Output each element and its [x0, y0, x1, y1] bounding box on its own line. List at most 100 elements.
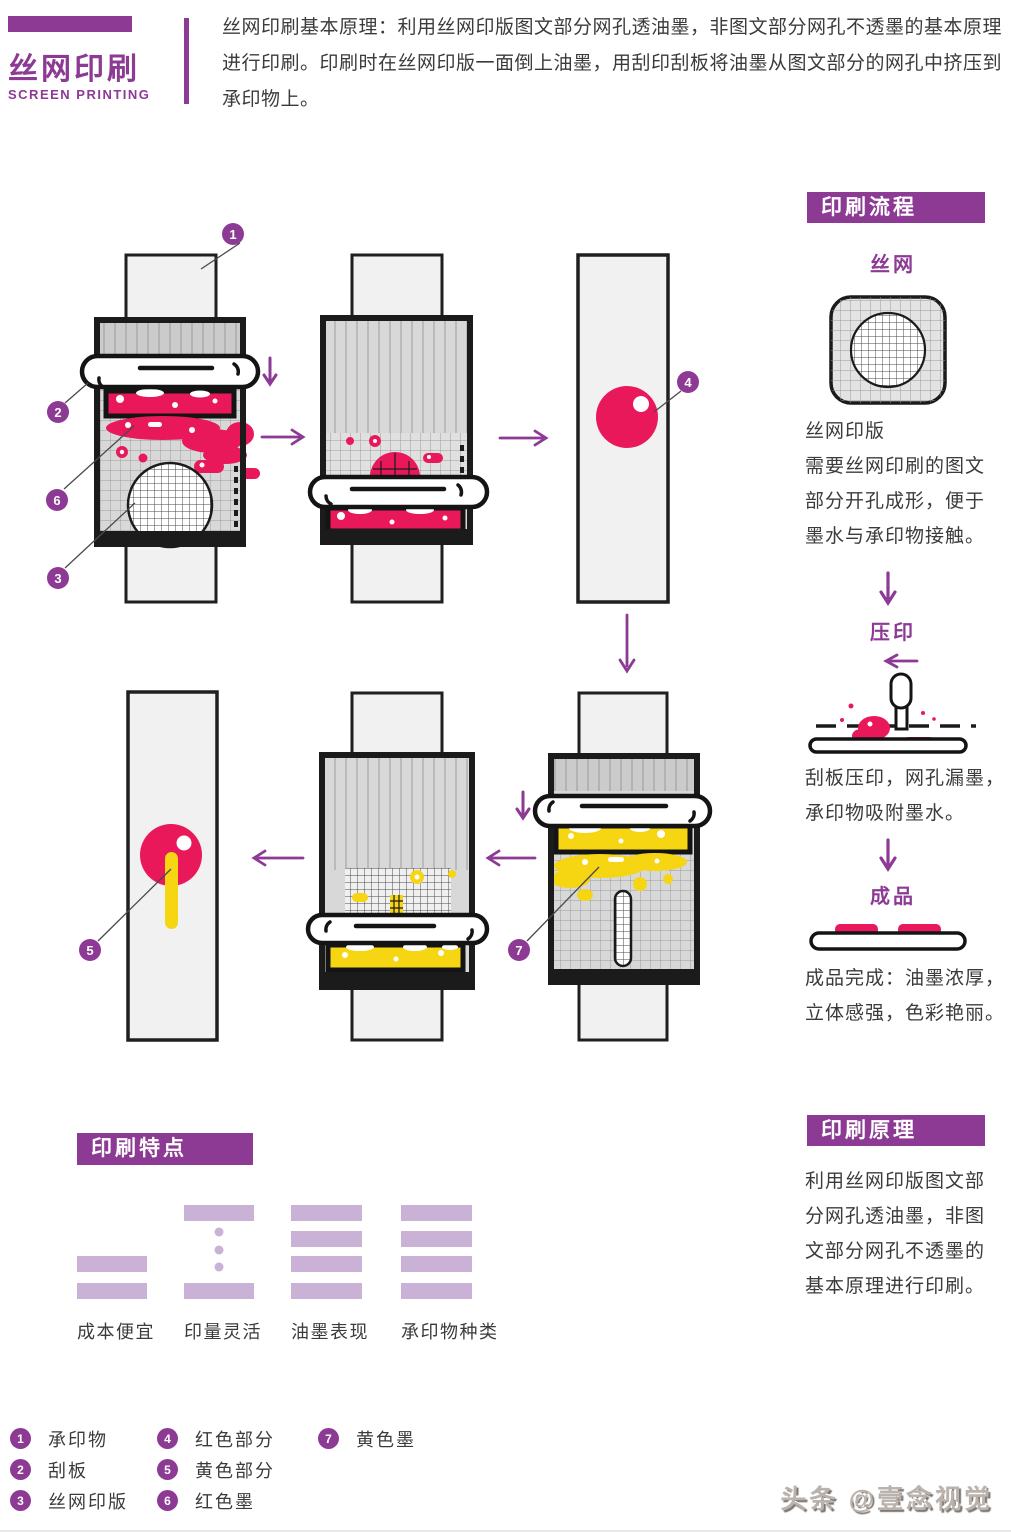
legend-item: 2 刮板	[10, 1459, 128, 1481]
features-heading: 印刷特点	[77, 1133, 253, 1165]
frame-bottom-bar	[548, 969, 700, 985]
squeegee	[307, 474, 490, 510]
arrow-squeegee-down	[515, 790, 531, 821]
arrow-step3-to-step4	[618, 613, 636, 674]
squeegee	[532, 793, 713, 829]
figure-press-yellow-pulled	[305, 691, 490, 1042]
substrate-plate	[808, 737, 968, 754]
red-ink-pool	[103, 388, 237, 419]
mesh-image-slot	[613, 889, 633, 968]
legend-column-3: 7 黄色墨	[318, 1428, 416, 1459]
feature-label-substrate-types: 承印物种类	[401, 1322, 499, 1342]
arrow-sidebar-1	[879, 571, 897, 606]
feature-icon-cheap-cost	[77, 1256, 147, 1299]
legend-label: 承印物	[48, 1429, 108, 1450]
arrow-squeegee-down	[262, 356, 278, 387]
red-ink-traces	[346, 435, 443, 477]
legend-badge: 3	[10, 1490, 31, 1511]
frame-bottom-bar	[319, 972, 475, 990]
process-step-caption-title: 丝网印版	[805, 421, 886, 442]
red-dot	[596, 386, 658, 448]
frame-bottom-bar	[94, 531, 246, 547]
yellow-ink-blobs	[550, 853, 687, 901]
process-step-title-press: 压印	[870, 622, 916, 644]
legend-label: 红色部分	[195, 1429, 275, 1450]
figure-press-yellow-loaded	[515, 691, 713, 1042]
legend-label: 黄色墨	[356, 1429, 416, 1450]
legend-badge: 4	[157, 1428, 178, 1449]
figure-substrate-red-dot	[576, 253, 670, 604]
yellow-ink-pool	[325, 942, 466, 973]
bottom-edge-line	[0, 1530, 1011, 1532]
arrow-step5-to-step6	[251, 849, 305, 867]
callout-5: 5	[79, 939, 101, 961]
feature-icon-substrate-types	[401, 1205, 472, 1299]
arrow-step2-to-step3	[498, 429, 549, 447]
callout-2: 2	[47, 401, 69, 423]
legend-label: 刮板	[48, 1460, 88, 1481]
legend-badge: 2	[10, 1459, 31, 1480]
figure-press-red-loaded	[79, 253, 278, 604]
legend-column-2: 4 红色部分 5 黄色部分 6 红色墨	[157, 1428, 275, 1521]
intro-paragraph: 丝网印刷基本原理：利用丝网印版图文部分网孔透油墨，非图文部分网孔不透墨的基本原理…	[222, 17, 1003, 110]
arrow-sidebar-2	[879, 838, 897, 872]
principle-heading: 印刷原理	[807, 1115, 985, 1146]
page-subtitle: SCREEN PRINTING	[8, 87, 151, 102]
legend-label: 黄色部分	[195, 1460, 275, 1481]
frame-bottom-bar	[320, 529, 473, 545]
process-step-caption-screen: 需要丝网印刷的图文 部分开孔成形，便于 墨水与承印物接触。	[805, 456, 986, 547]
legend-item: 6 红色墨	[157, 1490, 275, 1512]
legend-label: 红色墨	[195, 1491, 255, 1512]
yellow-stick	[165, 852, 178, 929]
figure-final-product	[126, 690, 219, 1042]
flow-arrows	[251, 428, 636, 867]
process-step-title-finished: 成品	[870, 886, 916, 908]
callout-6: 6	[46, 489, 68, 511]
process-step-title-screen: 丝网	[870, 254, 916, 276]
legend-column-1: 1 承印物 2 刮板 3 丝网印版	[10, 1428, 128, 1521]
feature-icon-ink-performance	[291, 1205, 362, 1299]
legend-item: 4 红色部分	[157, 1428, 275, 1450]
yellow-ink-traces	[352, 870, 456, 914]
title-accent-bar	[8, 16, 132, 32]
process-step-caption-press: 刮板压印，网孔漏墨， 承印物吸附墨水。	[805, 768, 1006, 824]
principle-text: 利用丝网印版图文部 分网孔透油墨，非图 文部分网孔不透墨的 基本原理进行印刷。	[805, 1171, 986, 1297]
process-step-caption-finished: 成品完成：油墨浓厚， 立体感强，色彩艳丽。	[805, 968, 1006, 1024]
yellow-through-mesh	[390, 895, 403, 914]
page-title: 丝网印刷	[8, 53, 140, 86]
callout-3: 3	[47, 567, 69, 589]
feature-label-cheap-cost: 成本便宜	[77, 1322, 155, 1342]
legend-item: 1 承印物	[10, 1428, 128, 1450]
mesh-image-circle	[126, 461, 214, 549]
squeegee	[305, 912, 490, 946]
callout-7: 7	[508, 939, 530, 961]
red-ink-pool	[325, 505, 466, 534]
legend-badge: 6	[157, 1490, 178, 1511]
callout-leader-lines	[63, 242, 682, 942]
arrow-step4-to-step5	[485, 849, 537, 867]
callout-4: 4	[677, 371, 699, 393]
legend-item: 7 黄色墨	[318, 1428, 416, 1450]
process-heading: 印刷流程	[807, 192, 985, 223]
finished-product-icon	[809, 924, 967, 951]
header-divider	[184, 18, 189, 104]
feature-label-ink-performance: 油墨表现	[291, 1322, 369, 1342]
legend-item: 3 丝网印版	[10, 1490, 128, 1512]
yellow-ink-pool	[553, 823, 693, 855]
squeegee-handle	[889, 672, 913, 710]
arrow-step1-to-step2	[260, 428, 306, 446]
watermark: 头条 @壹念视觉	[780, 1484, 993, 1514]
feature-label-flexible-volume: 印量灵活	[184, 1322, 262, 1342]
legend-badge: 7	[318, 1428, 339, 1449]
legend-badge: 1	[10, 1428, 31, 1449]
arrow-squeegee-left	[883, 653, 919, 669]
figure-press-red-pulled	[307, 253, 490, 604]
legend-label: 丝网印版	[48, 1491, 128, 1512]
feature-icon-flexible-volume	[184, 1205, 254, 1299]
legend-item: 5 黄色部分	[157, 1459, 275, 1481]
callout-1: 1	[222, 223, 244, 245]
legend-badge: 5	[157, 1459, 178, 1480]
squeegee	[79, 353, 261, 390]
